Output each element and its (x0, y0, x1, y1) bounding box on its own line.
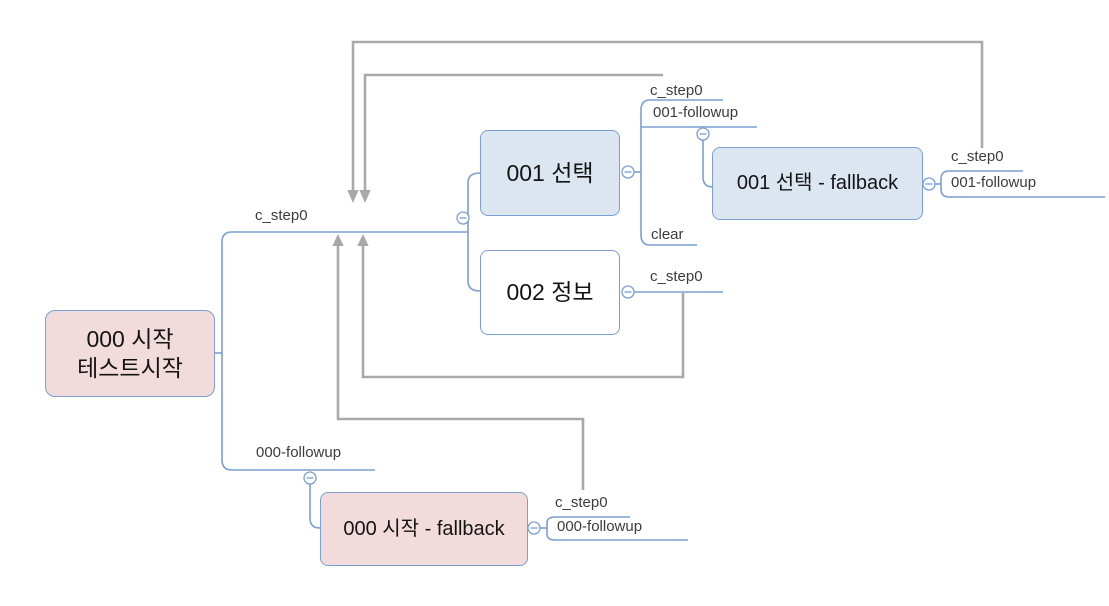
branch-label-001-c-step0[interactable]: c_step0 (650, 82, 703, 99)
arrowhead-up-icon (332, 234, 344, 246)
node-000-start-fallback[interactable]: 000 시작 - fallback (320, 492, 528, 566)
branch-label-001fb-c-step0[interactable]: c_step0 (951, 148, 1004, 165)
collapse-minus-icon[interactable] (696, 127, 710, 141)
connector-000fb-hang (309, 484, 321, 529)
node-002-info[interactable]: 002 정보 (480, 250, 620, 335)
arrowhead-down-icon (347, 190, 359, 203)
branch-label-001fb-followup[interactable]: 001-followup (951, 174, 1037, 191)
node-001-select-fallback[interactable]: 001 선택 - fallback (712, 147, 923, 220)
connector-001fb-hang (702, 140, 714, 188)
collapse-toggles (303, 127, 936, 535)
arrowhead-up-icon (357, 234, 369, 246)
connector-cstep0-children-bracket (467, 172, 481, 292)
collapse-minus-icon[interactable] (621, 165, 635, 179)
collapse-minus-icon[interactable] (621, 285, 635, 299)
branch-label-001-followup[interactable]: 001-followup (653, 104, 739, 121)
loopback-edge-000fb-cstep0 (336, 246, 585, 490)
branch-label-root-followup[interactable]: 000-followup (256, 444, 342, 461)
connector-001-bracket (640, 99, 723, 246)
arrowhead-down-icon (359, 190, 371, 203)
branch-label-000fb-c-step0[interactable]: c_step0 (555, 494, 608, 511)
collapse-minus-icon[interactable] (922, 177, 936, 191)
loopback-edge-001-cstep0 (363, 73, 663, 190)
loopback-edge-001fb-cstep0 (351, 40, 984, 190)
collapse-minus-icon[interactable] (527, 521, 541, 535)
collapse-minus-icon[interactable] (456, 211, 470, 225)
connector-001fb-bracket (940, 170, 1105, 198)
branch-label-002-c-step0[interactable]: c_step0 (650, 268, 703, 285)
branch-label-001-clear[interactable]: clear (651, 226, 684, 243)
branch-label-root-c-step0[interactable]: c_step0 (255, 207, 308, 224)
node-001-select[interactable]: 001 선택 (480, 130, 620, 216)
loopback-edge-002-cstep0 (361, 246, 685, 379)
node-000-start[interactable]: 000 시작 테스트시작 (45, 310, 215, 397)
collapse-minus-icon[interactable] (303, 471, 317, 485)
branch-label-000fb-followup[interactable]: 000-followup (557, 518, 643, 535)
connector-000fb-bracket (546, 516, 688, 541)
connector-root-bracket (221, 231, 233, 471)
